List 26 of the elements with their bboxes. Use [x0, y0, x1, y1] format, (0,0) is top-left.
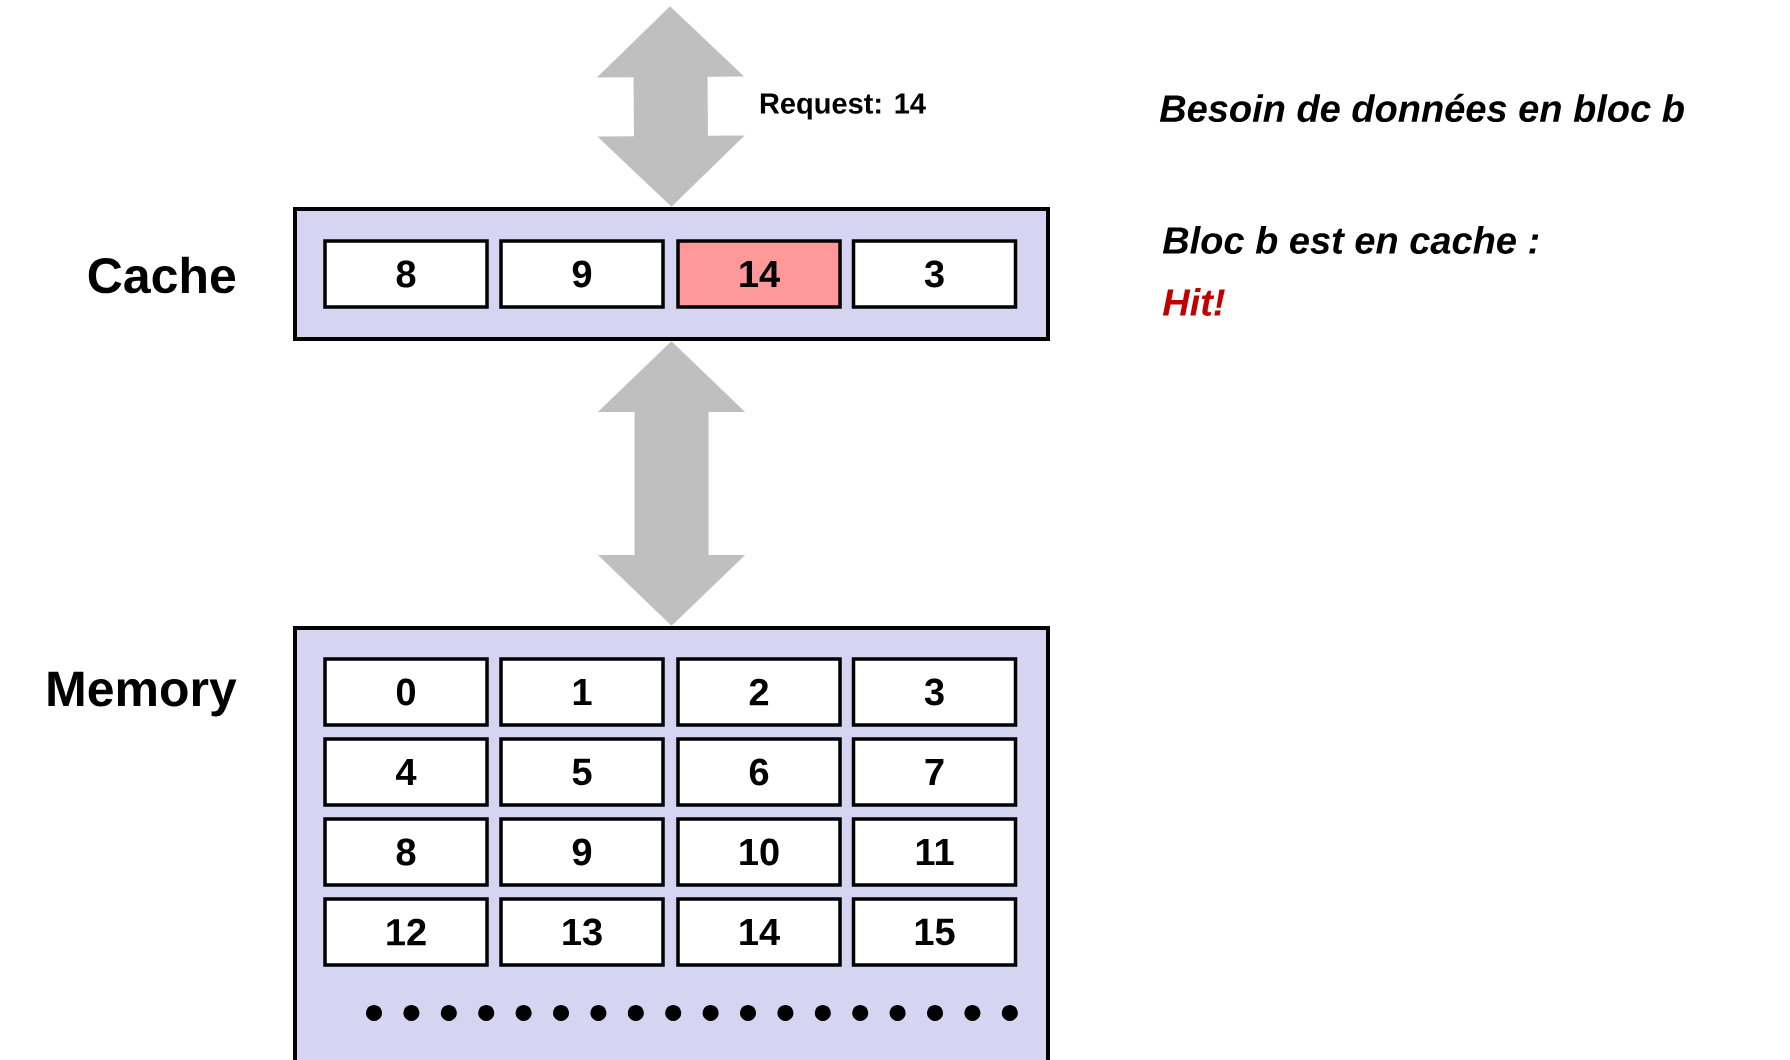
memory-cell: 2	[676, 657, 842, 727]
memory-cell: 10	[676, 817, 842, 887]
memory-cell: 9	[499, 817, 665, 887]
memory-cell: 4	[323, 737, 489, 807]
memory-cell: 8	[323, 239, 489, 309]
side-heading: Cache	[88, 256, 236, 294]
note-text: Hit!	[1162, 288, 1225, 316]
memory-cell: 8	[323, 817, 489, 887]
memory-cell: 3	[851, 657, 1018, 727]
memory-cell: 0	[323, 657, 489, 727]
memory-cell: 3	[851, 239, 1018, 309]
memory-cell: 5	[499, 737, 665, 807]
memory-cell: 11	[851, 817, 1018, 887]
memory-cell: 14	[676, 239, 842, 309]
note-text: Besoin de données en bloc b	[1159, 93, 1684, 123]
side-heading: Memory	[48, 671, 237, 717]
memory-cell: 15	[851, 897, 1018, 967]
memory-cell: 12	[323, 897, 489, 967]
memory-cell: 14	[676, 897, 842, 967]
memory-cell: 13	[499, 897, 665, 967]
note-text: Bloc b est en cache :	[1162, 226, 1539, 254]
memory-cell: 1	[499, 657, 665, 727]
memory-cell: 6	[676, 737, 842, 807]
edge-label: Request: 14	[756, 91, 929, 122]
memory-cell: 7	[851, 737, 1018, 807]
memory-cell: 9	[499, 239, 665, 309]
